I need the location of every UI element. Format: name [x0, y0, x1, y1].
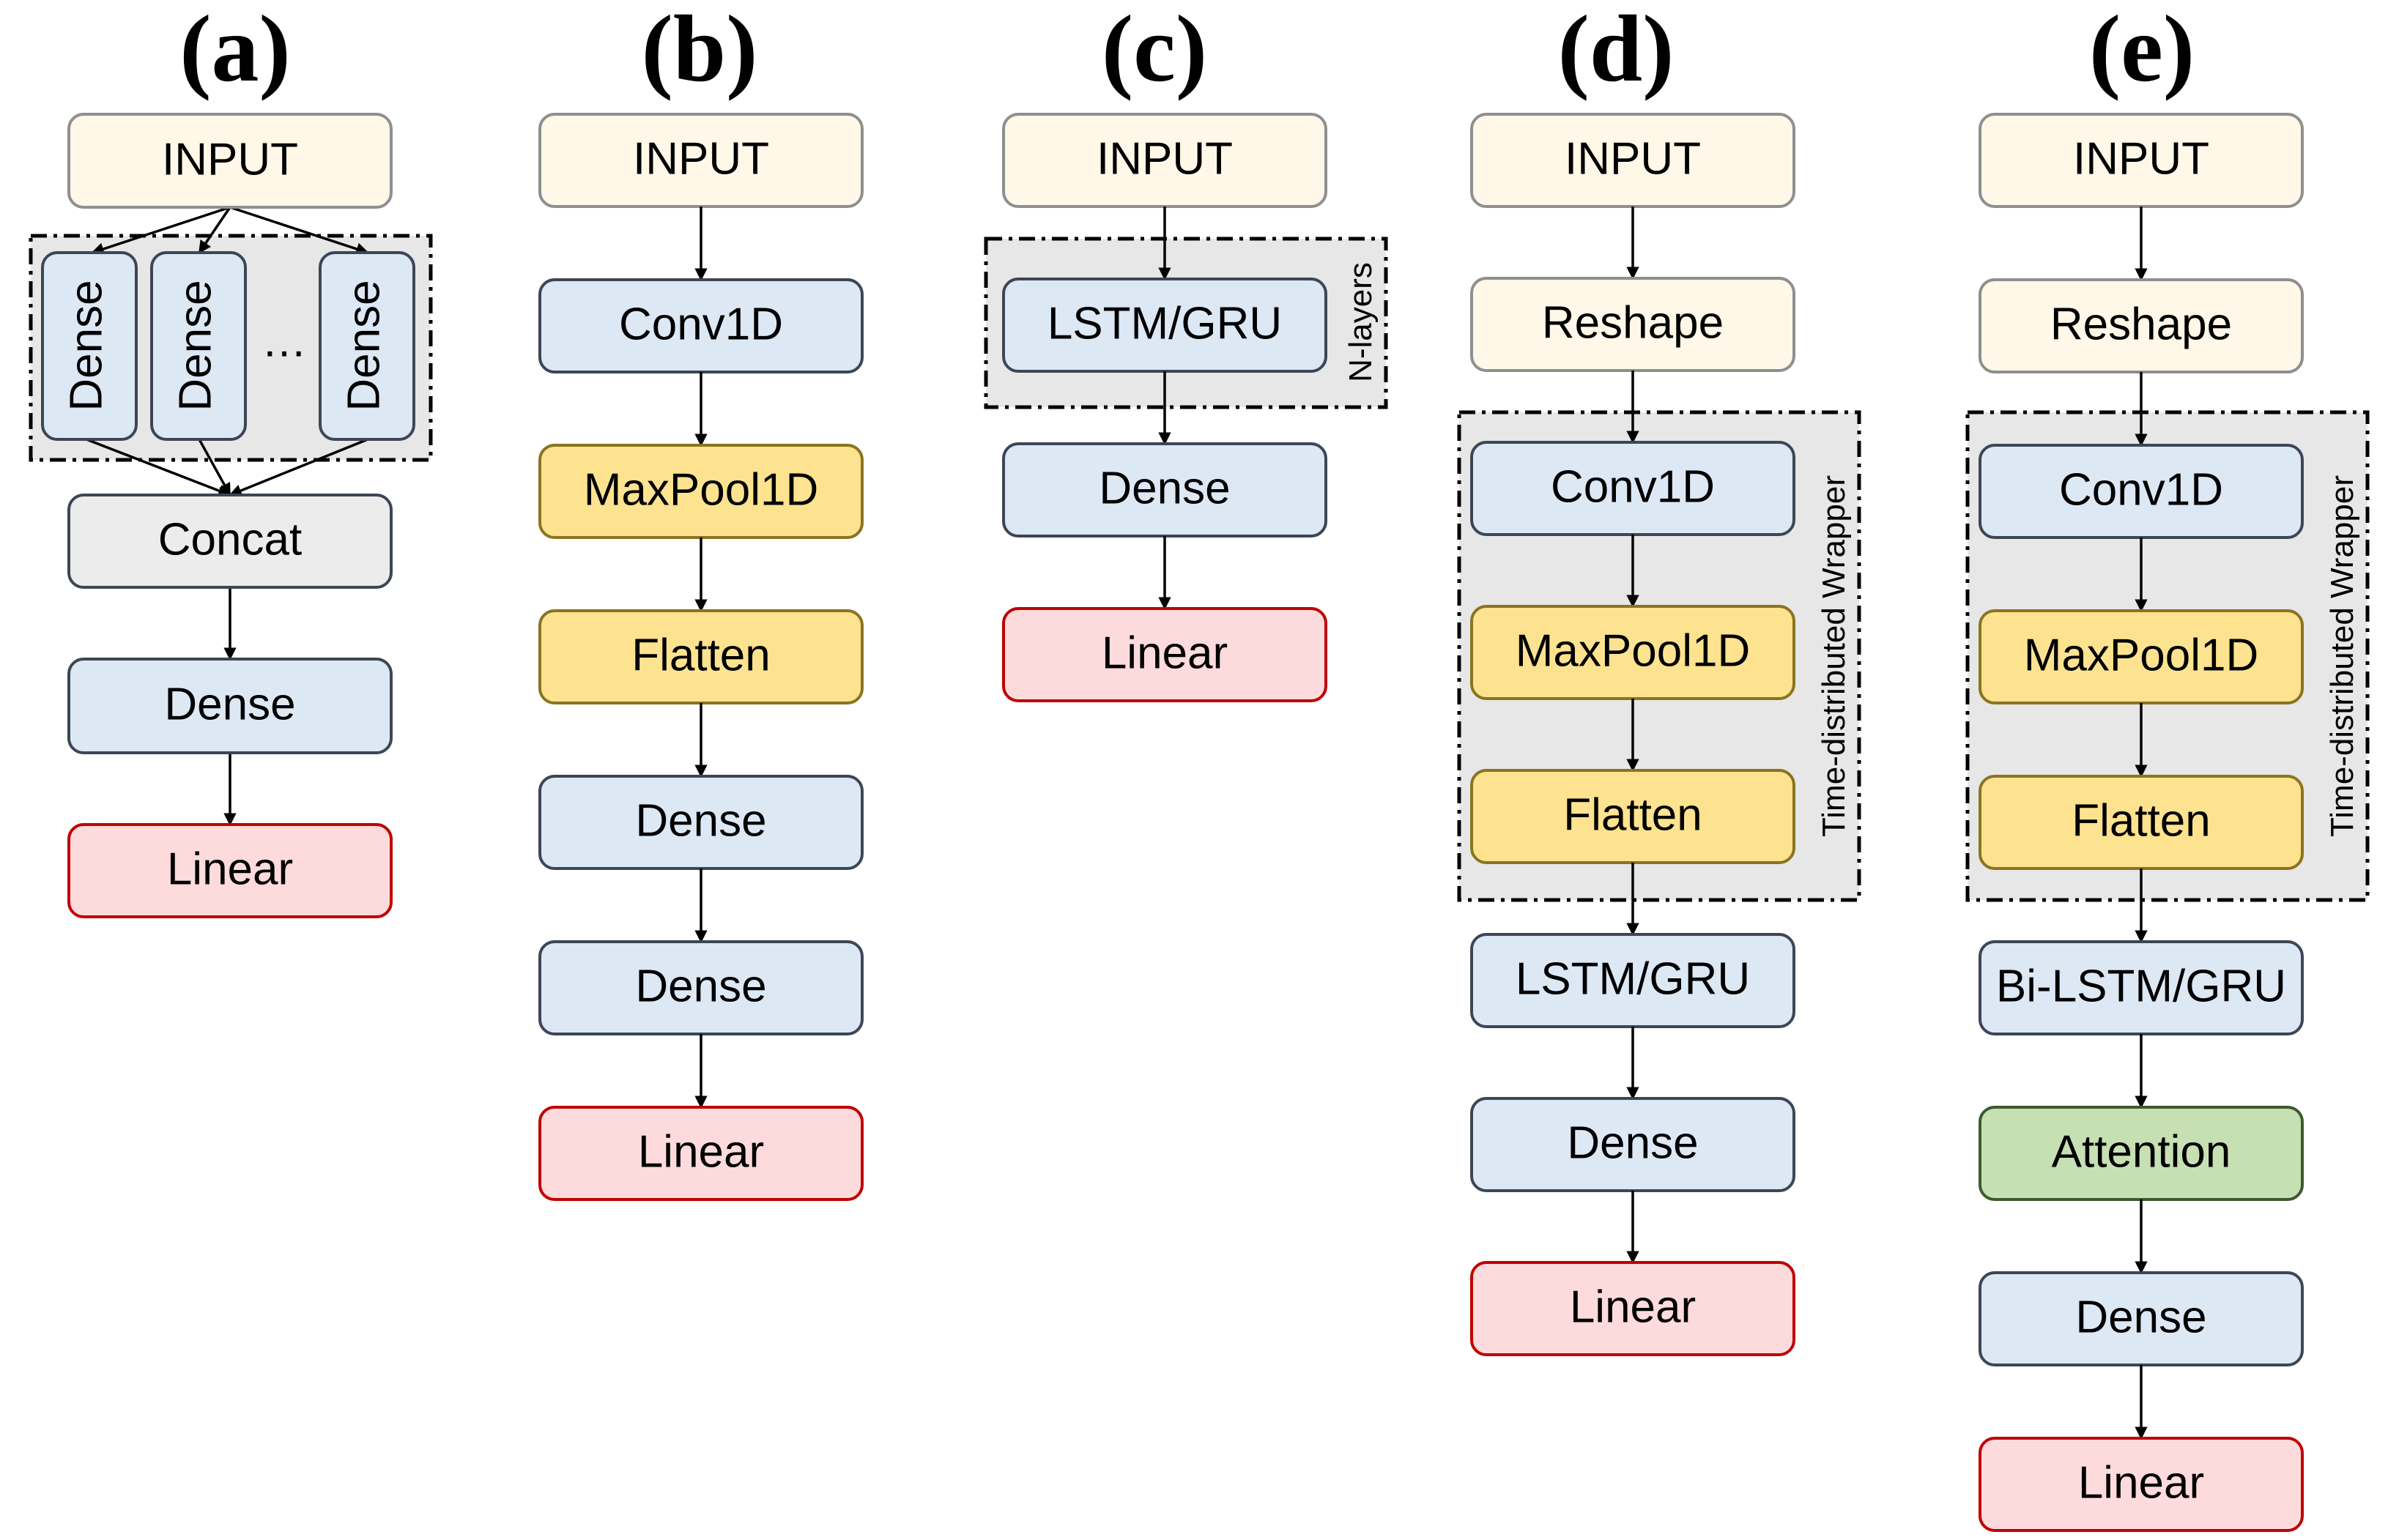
panel-e-reshape-node: Reshape: [1979, 278, 2304, 373]
svg-text:INPUT: INPUT: [162, 134, 298, 185]
panel-e-input-node: INPUT: [1979, 113, 2304, 208]
panel-e-node-label: Conv1D: [2059, 464, 2223, 515]
panel-c-lstm-gru-node: LSTM/GRU: [1002, 278, 1327, 373]
panel-b-node-label: Dense: [635, 795, 766, 846]
panel-a-label: (a): [179, 0, 291, 102]
arrow-a-input-branch2: [198, 207, 231, 254]
panel-c-group-label: N-layers: [1343, 262, 1379, 382]
panel-e-node-label: MaxPool1D: [2024, 630, 2258, 680]
panel-a-linear-node: Linear: [67, 823, 393, 918]
panel-d-dense-node: Dense: [1470, 1097, 1795, 1192]
svg-text:Dense: Dense: [338, 280, 389, 411]
panel-b-node-label: Conv1D: [619, 299, 783, 349]
panel-d-node-label: Flatten: [1563, 789, 1702, 840]
panel-a-input-node: INPUT: [67, 113, 393, 209]
svg-text:Dense: Dense: [170, 280, 220, 411]
panel-b-node-label: INPUT: [633, 133, 769, 184]
panel-d-conv1d-node: Conv1D: [1470, 441, 1795, 536]
panel-d-node-label: MaxPool1D: [1516, 625, 1750, 676]
panel-e-node-label: Reshape: [2050, 299, 2232, 349]
panel-a-branch-dense-2: Dense: [150, 251, 247, 441]
panel-b-node-label: Flatten: [631, 630, 771, 680]
panel-a-dense-node: Dense: [67, 658, 393, 754]
panel-c-node-label: Linear: [1102, 628, 1228, 678]
panel-columns: INPUTConv1DMaxPool1DFlattenDenseDenseLin…: [538, 113, 2304, 1532]
arrow-a-input-branch1: [91, 206, 231, 256]
panel-b-label: (b): [642, 0, 758, 102]
panel-d-node-label: Dense: [1567, 1117, 1698, 1168]
panel-e-node-label: Linear: [2078, 1457, 2204, 1508]
panel-d-linear-node: Linear: [1470, 1261, 1795, 1356]
panel-d-node-label: LSTM/GRU: [1516, 953, 1750, 1004]
panel-b-conv1d-node: Conv1D: [538, 278, 864, 373]
panel-e-linear-node: Linear: [1979, 1437, 2304, 1532]
panel-b-node-label: MaxPool1D: [584, 464, 818, 515]
panel-e-dense-node: Dense: [1979, 1271, 2304, 1366]
panel-d-node-label: Conv1D: [1551, 461, 1715, 512]
svg-text:Linear: Linear: [167, 844, 293, 894]
panel-e-label: (e): [2089, 0, 2195, 102]
arrow-a-branch3-concat: [229, 438, 368, 497]
panel-b: INPUTConv1DMaxPool1DFlattenDenseDenseLin…: [538, 113, 864, 1201]
panel-b-node-label: Linear: [638, 1126, 764, 1177]
panel-d-group-label: Time-distributed Wrapper: [1816, 475, 1852, 837]
panel-a-concat-node: Concat: [67, 494, 393, 589]
panel-e-node-label: INPUT: [2073, 133, 2209, 184]
panel-e-flatten-node: Flatten: [1979, 775, 2304, 870]
panel-c-label: (c): [1102, 0, 1207, 102]
panel-c-dense-node: Dense: [1002, 442, 1327, 537]
svg-text:Dense: Dense: [61, 280, 111, 411]
panel-e-node-label: Attention: [2052, 1126, 2231, 1177]
panel-e-group-label: Time-distributed Wrapper: [2324, 475, 2360, 837]
panel-a: INPUT Dense Dense … Dense Concat Dense L…: [41, 113, 415, 918]
panel-d-node-label: INPUT: [1565, 133, 1701, 184]
panel-d-lstm-gru-node: LSTM/GRU: [1470, 933, 1795, 1028]
arrow-a-branch1-concat: [86, 438, 231, 497]
panel-c-input-node: INPUT: [1002, 113, 1327, 208]
panel-e-node-label: Flatten: [2072, 795, 2211, 846]
panel-d-node-label: Linear: [1570, 1282, 1696, 1332]
panel-d-flatten-node: Flatten: [1470, 769, 1795, 864]
panel-e-node-label: Bi-LSTM/GRU: [1996, 961, 2286, 1011]
panel-b-input-node: INPUT: [538, 113, 864, 208]
svg-text:Dense: Dense: [164, 679, 295, 729]
panel-d-maxpool1d-node: MaxPool1D: [1470, 605, 1795, 700]
panel-c-node-label: Dense: [1099, 463, 1230, 513]
panel-a-branch-dense-3: Dense: [319, 251, 415, 441]
arrow-a-input-branch3: [229, 206, 369, 256]
arrow-a-branch2-concat: [198, 439, 231, 496]
panel-a-branch-ellipsis: …: [262, 316, 307, 366]
panel-b-node-label: Dense: [635, 961, 766, 1011]
panel-e-node-label: Dense: [2075, 1292, 2206, 1342]
panel-b-dense-node: Dense: [538, 775, 864, 870]
panel-d-node-label: Reshape: [1542, 297, 1724, 348]
panel-b-maxpool1d-node: MaxPool1D: [538, 444, 864, 539]
panel-c-linear-node: Linear: [1002, 607, 1327, 702]
panel-a-branch-dense-1: Dense: [41, 251, 138, 441]
panel-b-flatten-node: Flatten: [538, 609, 864, 704]
svg-text:Concat: Concat: [158, 514, 302, 565]
panel-e-attention-node: Attention: [1979, 1106, 2304, 1201]
panel-e-maxpool1d-node: MaxPool1D: [1979, 609, 2304, 704]
panel-d-label: (d): [1558, 0, 1675, 102]
panel-c-node-label: LSTM/GRU: [1047, 298, 1282, 349]
panel-b-linear-node: Linear: [538, 1106, 864, 1201]
panel-d-reshape-node: Reshape: [1470, 277, 1795, 372]
panel-e-conv1d-node: Conv1D: [1979, 444, 2304, 539]
panel-c-node-label: INPUT: [1097, 133, 1233, 184]
panel-b-dense-node: Dense: [538, 940, 864, 1035]
panel-d-input-node: INPUT: [1470, 113, 1795, 208]
panel-e-bi-lstm-gru-node: Bi-LSTM/GRU: [1979, 940, 2304, 1035]
